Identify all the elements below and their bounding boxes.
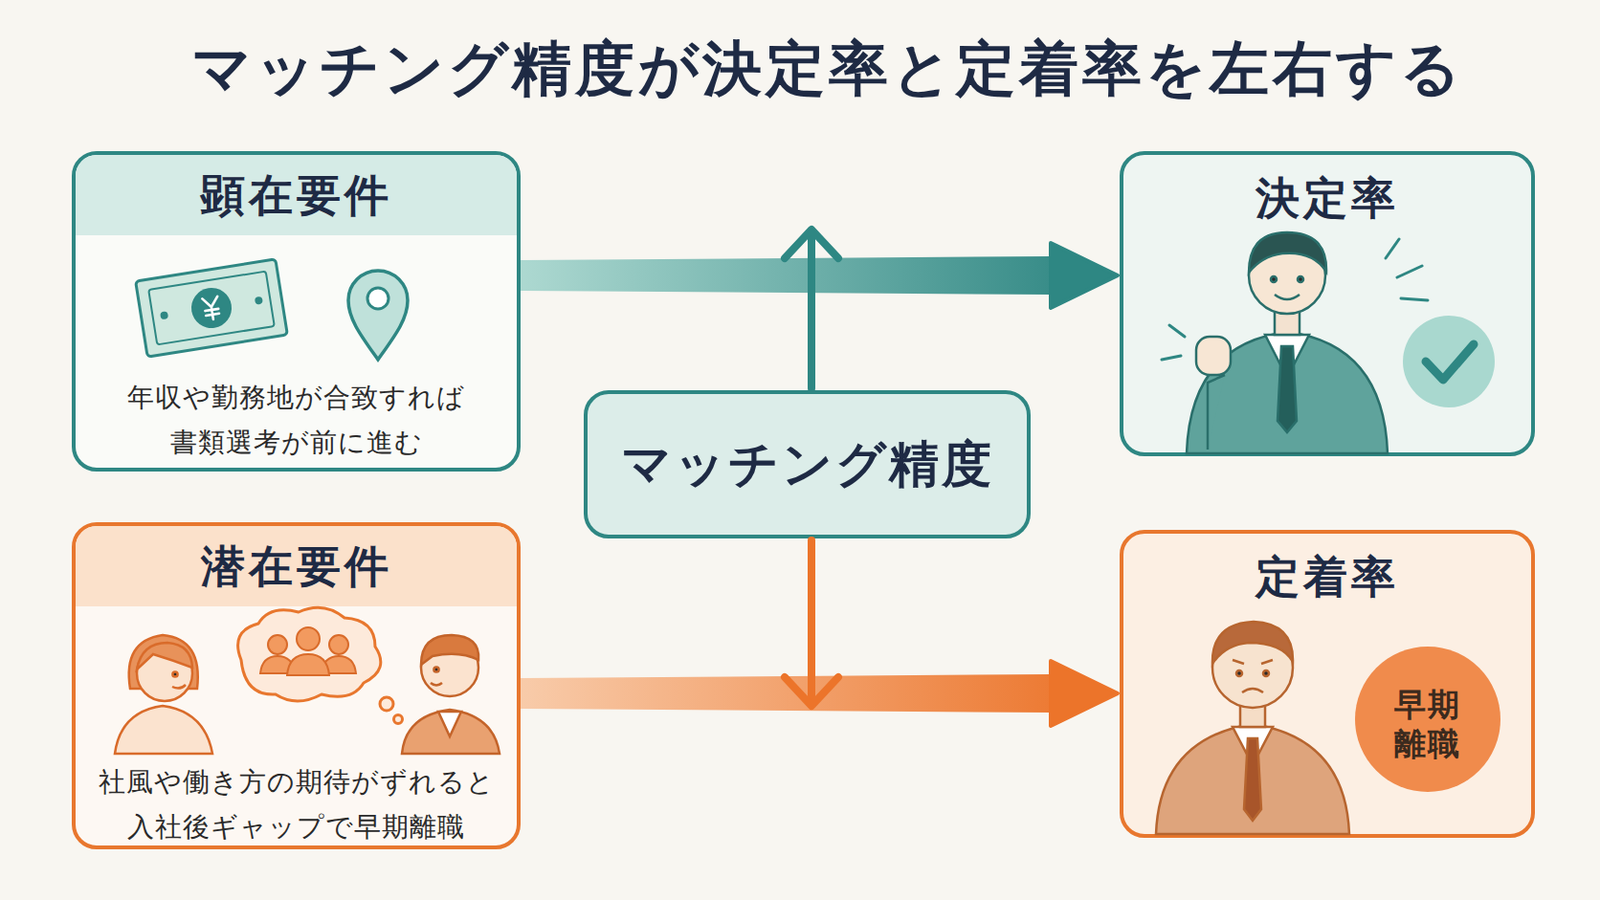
box-heading: 決定率 [1123,164,1532,232]
box-description: 社風や働き方の期待がずれると 入社後ギャップで早期離職 [75,759,517,850]
arrow-head [1050,243,1118,309]
requirement-box: 潜在要件社風や働き方の期待がずれると 入社後ギャップで早期離職 [71,522,521,850]
box-description: 年収や勤務地が合致すれば 書類選考が前に進む [75,375,517,466]
central-factor-box: マッチング精度 [583,390,1031,539]
circle-fill [1355,646,1501,793]
influence-arrow-up [784,229,839,389]
box-heading: 定着率 [1123,543,1532,611]
influence-arrow-down [784,540,839,707]
box-heading: マッチング精度 [621,431,995,499]
box-heading: 顕在要件 [75,155,517,236]
influence-arrow-up-part [807,235,816,389]
status-circle: 早期 離職 [1354,645,1502,794]
requirement-box: 顕在要件年収や勤務地が合致すれば 書類選考が前に進む [71,151,521,472]
influence-arrow-down-part [784,677,839,707]
arrow-shaft [520,674,1053,713]
outcome-box: 定着率早期 離職 [1119,530,1535,839]
flow-arrow [520,661,1118,727]
influence-arrow-up-part [784,229,839,259]
box-heading: 潜在要件 [75,526,517,607]
outcome-box: 決定率 [1119,151,1535,457]
arrow-head [1050,661,1118,727]
box-heading: 早期 離職 [1354,655,1502,794]
arrow-shaft [520,256,1053,295]
diagram-title: マッチング精度が決定率と定着率を左右する [105,30,1551,108]
influence-arrow-down-part [807,540,816,703]
flow-arrow [520,243,1118,309]
